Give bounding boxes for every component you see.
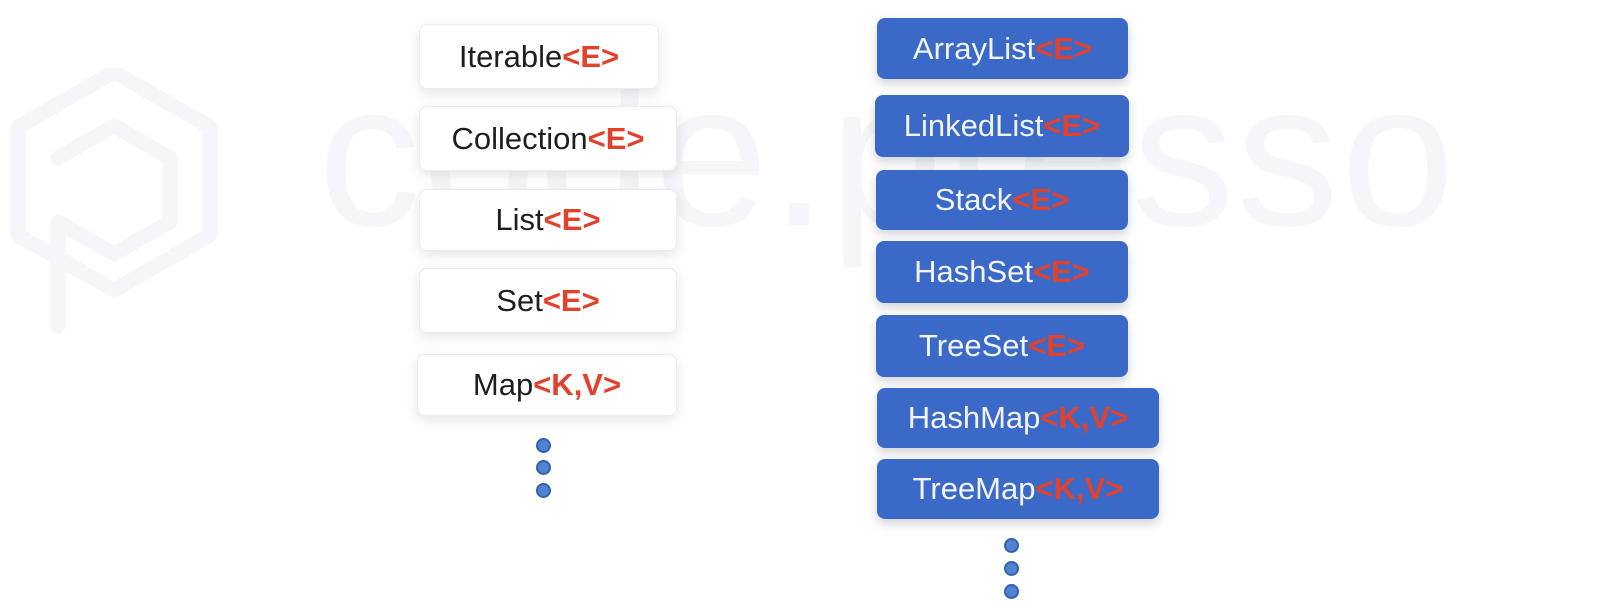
interface-box-collection: Collection<E> [419,106,677,171]
generic-parameter: <E> [1028,328,1085,363]
generic-parameter: <E> [587,120,645,156]
ellipsis-dot [1004,561,1019,576]
interface-box-set: Set<E> [419,268,677,333]
class-name: HashMap [907,400,1041,435]
class-name: Iterable [458,38,563,74]
class-name: LinkedList [903,108,1044,143]
generic-parameter: <E> [1012,182,1070,217]
implementation-box-stack: Stack<E> [876,170,1128,230]
generic-parameter: <E> [1035,30,1093,66]
ellipsis-dot [1004,584,1019,599]
codepresso-hexagon-logo-icon [10,64,222,341]
class-name: List [495,202,544,237]
generic-parameter: <E> [1033,254,1090,289]
class-name: HashSet [914,254,1033,289]
generic-parameter: <E> [562,38,620,74]
generic-parameter: <K,V> [1035,471,1124,506]
class-name: TreeSet [918,328,1029,363]
class-name: Collection [451,120,588,156]
implementation-box-hashmap: HashMap<K,V> [877,388,1159,448]
generic-parameter: <E> [542,282,600,318]
class-name: Map [472,367,534,402]
class-name: Set [496,282,543,318]
interface-box-iterable: Iterable<E> [419,24,659,89]
generic-parameter: <K,V> [533,367,622,402]
generic-parameter: <E> [543,202,601,237]
class-name: ArrayList [912,30,1036,66]
ellipsis-dot [536,483,551,498]
implementation-box-hashset: HashSet<E> [876,241,1128,303]
implementation-box-arraylist: ArrayList<E> [877,18,1128,79]
implementation-box-treeset: TreeSet<E> [876,315,1128,377]
generic-parameter: <E> [1043,108,1101,143]
interface-box-list: List<E> [419,189,677,251]
ellipsis-dot [536,460,551,475]
implementation-box-treemap: TreeMap<K,V> [877,459,1159,519]
class-name: TreeMap [912,471,1036,506]
class-name: Stack [934,182,1013,217]
ellipsis-dot [536,438,551,453]
implementation-box-linkedlist: LinkedList<E> [875,95,1129,157]
generic-parameter: <K,V> [1040,400,1129,435]
ellipsis-dot [1004,538,1019,553]
interface-box-map: Map<K,V> [417,354,677,416]
